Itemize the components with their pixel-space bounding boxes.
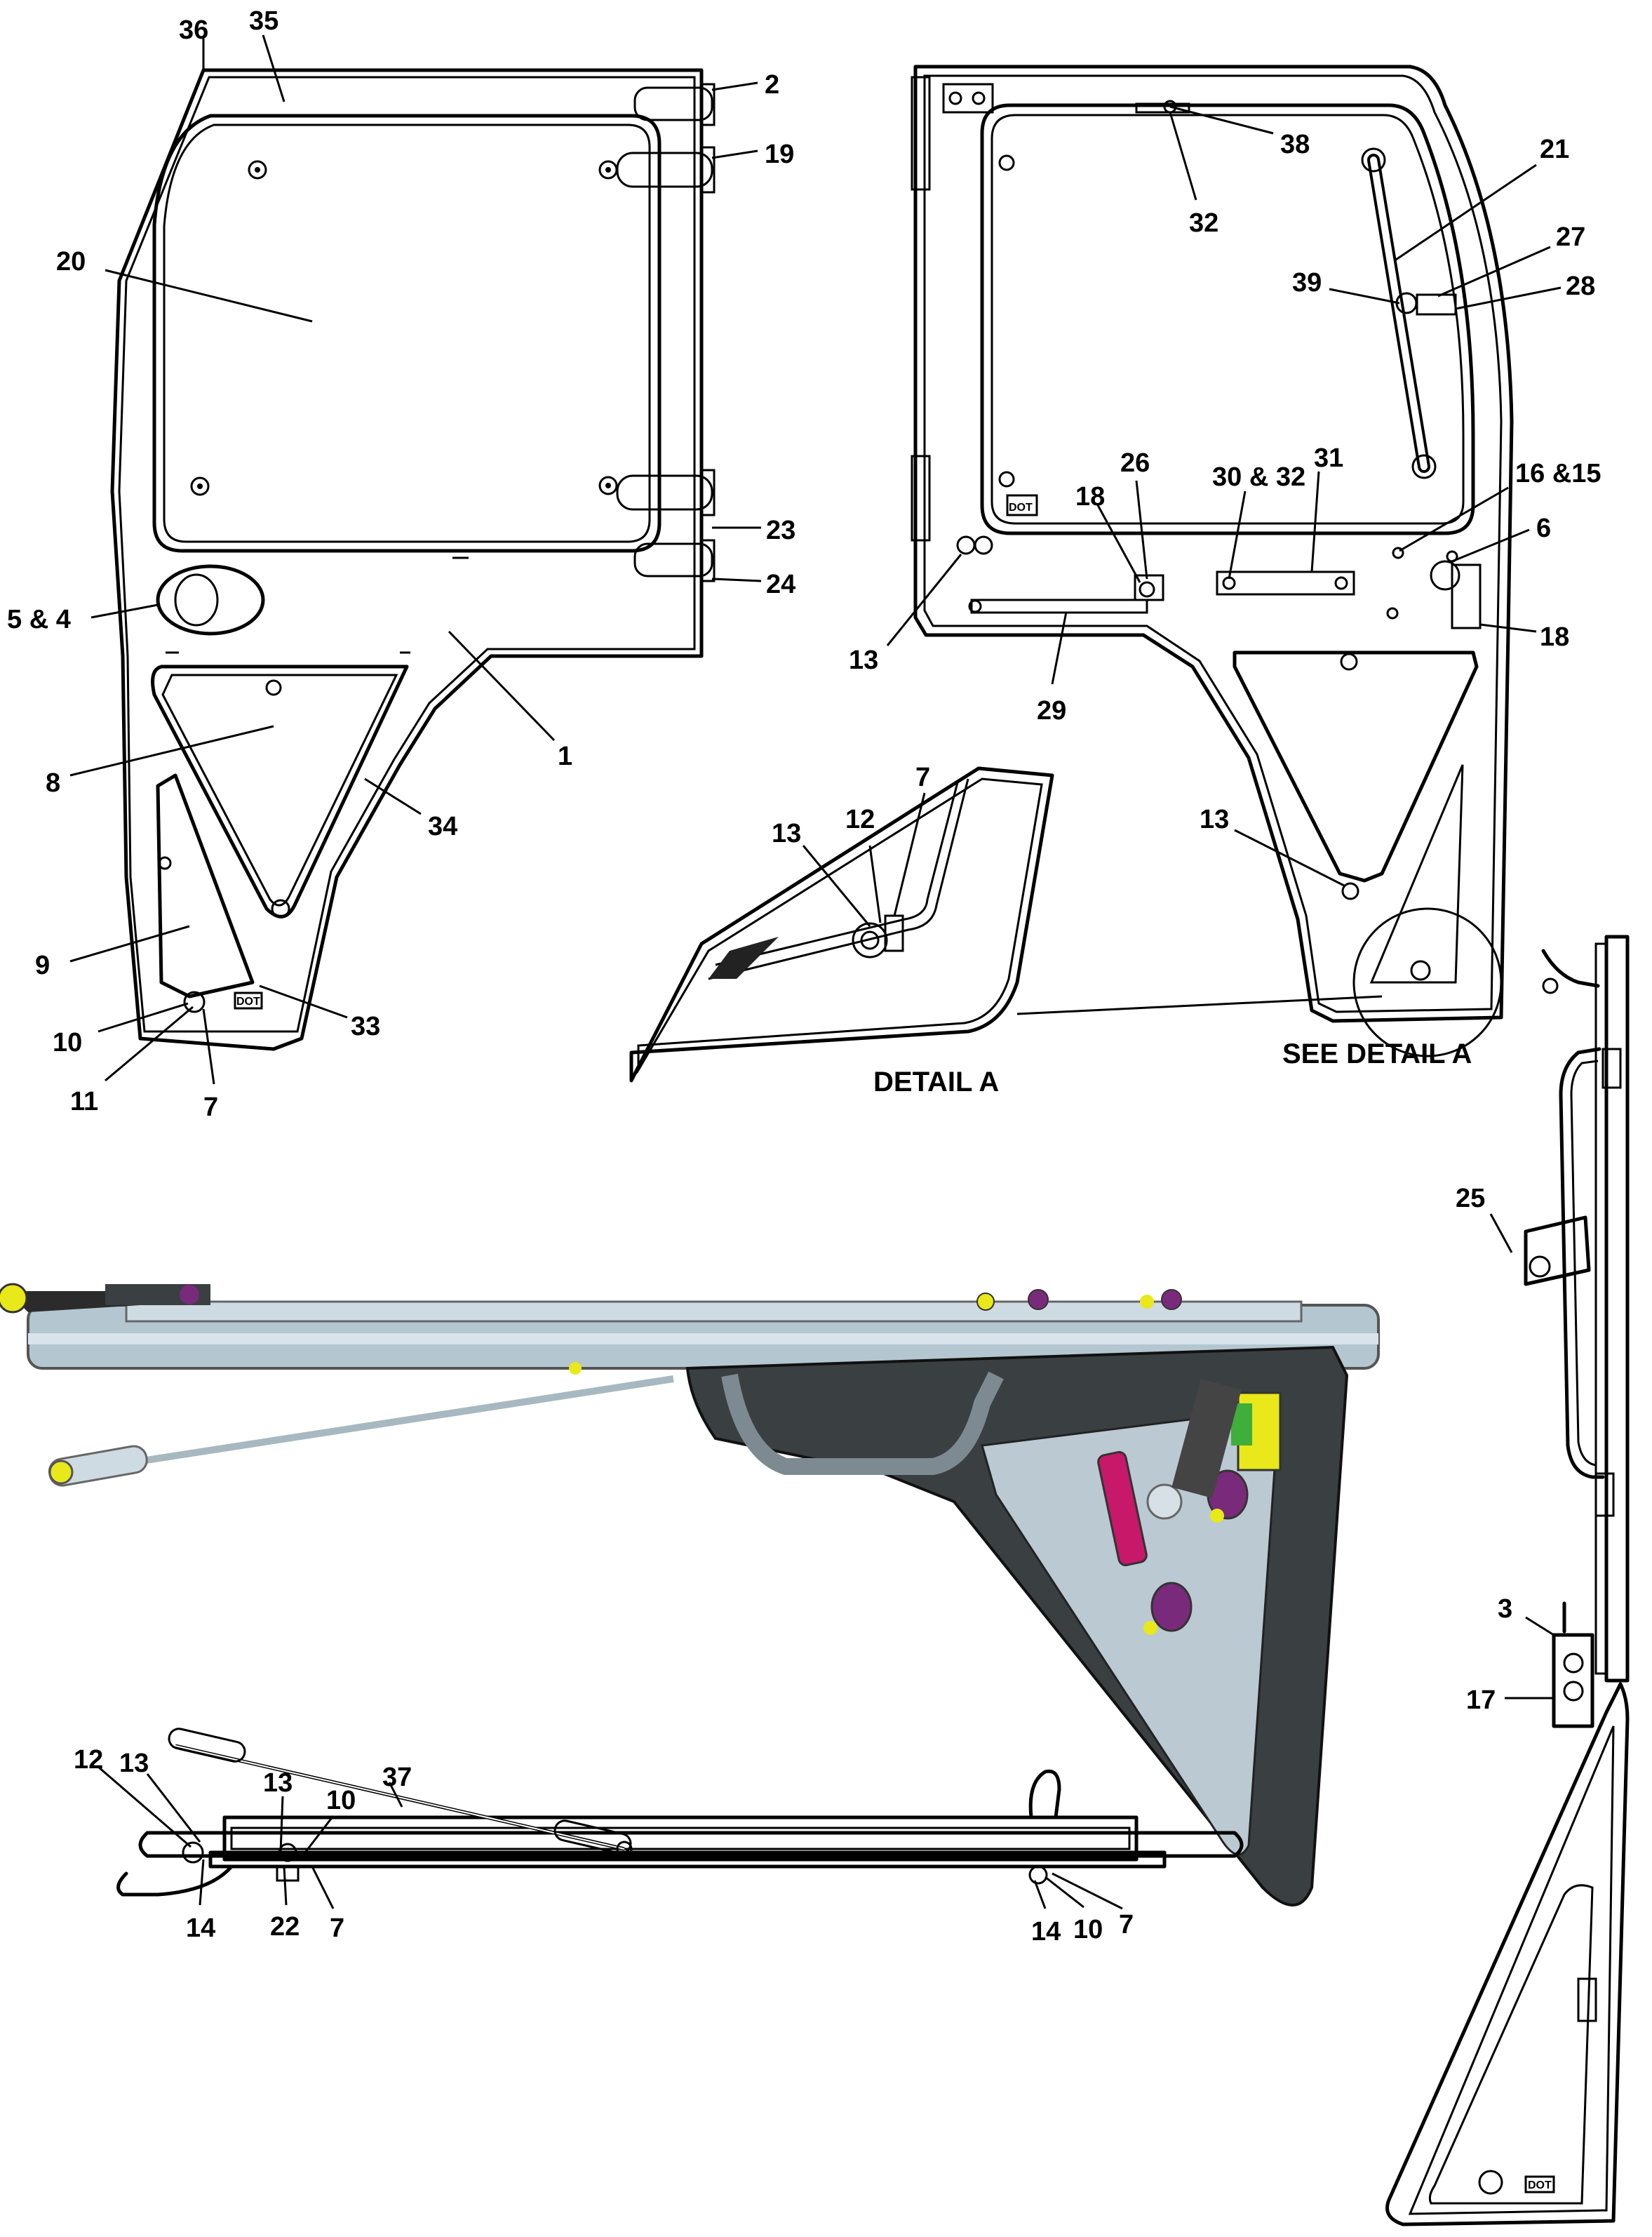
callout-32: 32 [1189, 208, 1218, 238]
detail-a-callouts: 13 12 7 DETAIL A [772, 763, 999, 1097]
callout-13: 13 [263, 1768, 293, 1798]
callout-25: 25 [1456, 1184, 1485, 1213]
callout-1: 1 [558, 742, 572, 771]
callout-9: 9 [35, 951, 50, 980]
callout-13: 13 [1200, 805, 1229, 834]
callout-35: 35 [249, 6, 278, 36]
callout-21: 21 [1540, 135, 1569, 164]
callout-11: 11 [70, 1087, 98, 1116]
callout-8: 8 [46, 768, 60, 798]
callout-7: 7 [1119, 1910, 1134, 1939]
callout-17: 17 [1466, 1685, 1496, 1715]
callout-10: 10 [326, 1786, 356, 1815]
callout-24: 24 [766, 570, 795, 599]
door-outside-view [110, 68, 716, 1051]
callout-13: 13 [119, 1749, 149, 1778]
callout-5-4: 5 & 4 [7, 605, 71, 634]
dot-badge: DOT [1528, 2179, 1552, 2191]
callout-3: 3 [1498, 1594, 1512, 1624]
view2-callouts: 38 32 21 27 39 28 26 18 30 & 32 31 16 &1… [849, 105, 1601, 1069]
dot-badge: DOT [236, 996, 260, 1008]
callout-6: 6 [1536, 514, 1551, 543]
callout-7: 7 [203, 1093, 218, 1122]
callout-36: 36 [179, 15, 208, 45]
callout-7: 7 [330, 1914, 344, 1943]
callout-31: 31 [1314, 443, 1343, 473]
callout-13: 13 [849, 646, 878, 675]
callout-12: 12 [845, 805, 875, 834]
detail-a-caption: DETAIL A [873, 1067, 999, 1097]
door-inside-view [911, 65, 1514, 1057]
top-view-callouts: 12 13 13 10 37 14 22 7 14 10 7 [74, 1745, 1134, 1946]
callout-20: 20 [56, 247, 86, 276]
callout-26: 26 [1120, 448, 1150, 478]
callout-33: 33 [351, 1012, 380, 1041]
side-view-callouts: 25 3 17 [1456, 1184, 1554, 1715]
detail-a-view [629, 766, 1054, 1083]
callout-27: 27 [1556, 222, 1585, 252]
callout-14: 14 [186, 1914, 215, 1943]
view1-callouts: 36 35 2 19 20 23 24 5 & 4 1 8 34 9 10 33… [7, 6, 795, 1122]
see-detail-a-caption: SEE DETAIL A [1282, 1039, 1472, 1069]
callout-37: 37 [382, 1763, 412, 1792]
callout-38: 38 [1280, 130, 1310, 159]
callout-10: 10 [53, 1028, 82, 1057]
callout-22: 22 [270, 1912, 300, 1942]
door-top-view [116, 1728, 1244, 1897]
callout-2: 2 [765, 70, 779, 100]
dot-badge: DOT [1009, 502, 1033, 514]
callout-34: 34 [428, 812, 457, 841]
callout-16-15: 16 &15 [1515, 459, 1601, 488]
callout-19: 19 [765, 140, 794, 169]
callout-10: 10 [1073, 1915, 1103, 1944]
callout-7: 7 [915, 763, 930, 792]
callout-14: 14 [1031, 1917, 1061, 1946]
callout-12: 12 [74, 1745, 103, 1775]
callout-23: 23 [766, 516, 795, 545]
callout-18: 18 [1540, 622, 1569, 652]
door-3d-render [0, 1283, 1380, 1907]
callout-13: 13 [772, 819, 801, 848]
callout-39: 39 [1292, 268, 1322, 298]
callout-29: 29 [1037, 696, 1066, 726]
callout-30-32: 30 & 32 [1212, 462, 1305, 492]
door-side-view [1385, 935, 1630, 2226]
callout-18: 18 [1075, 482, 1105, 512]
callout-28: 28 [1566, 272, 1595, 301]
